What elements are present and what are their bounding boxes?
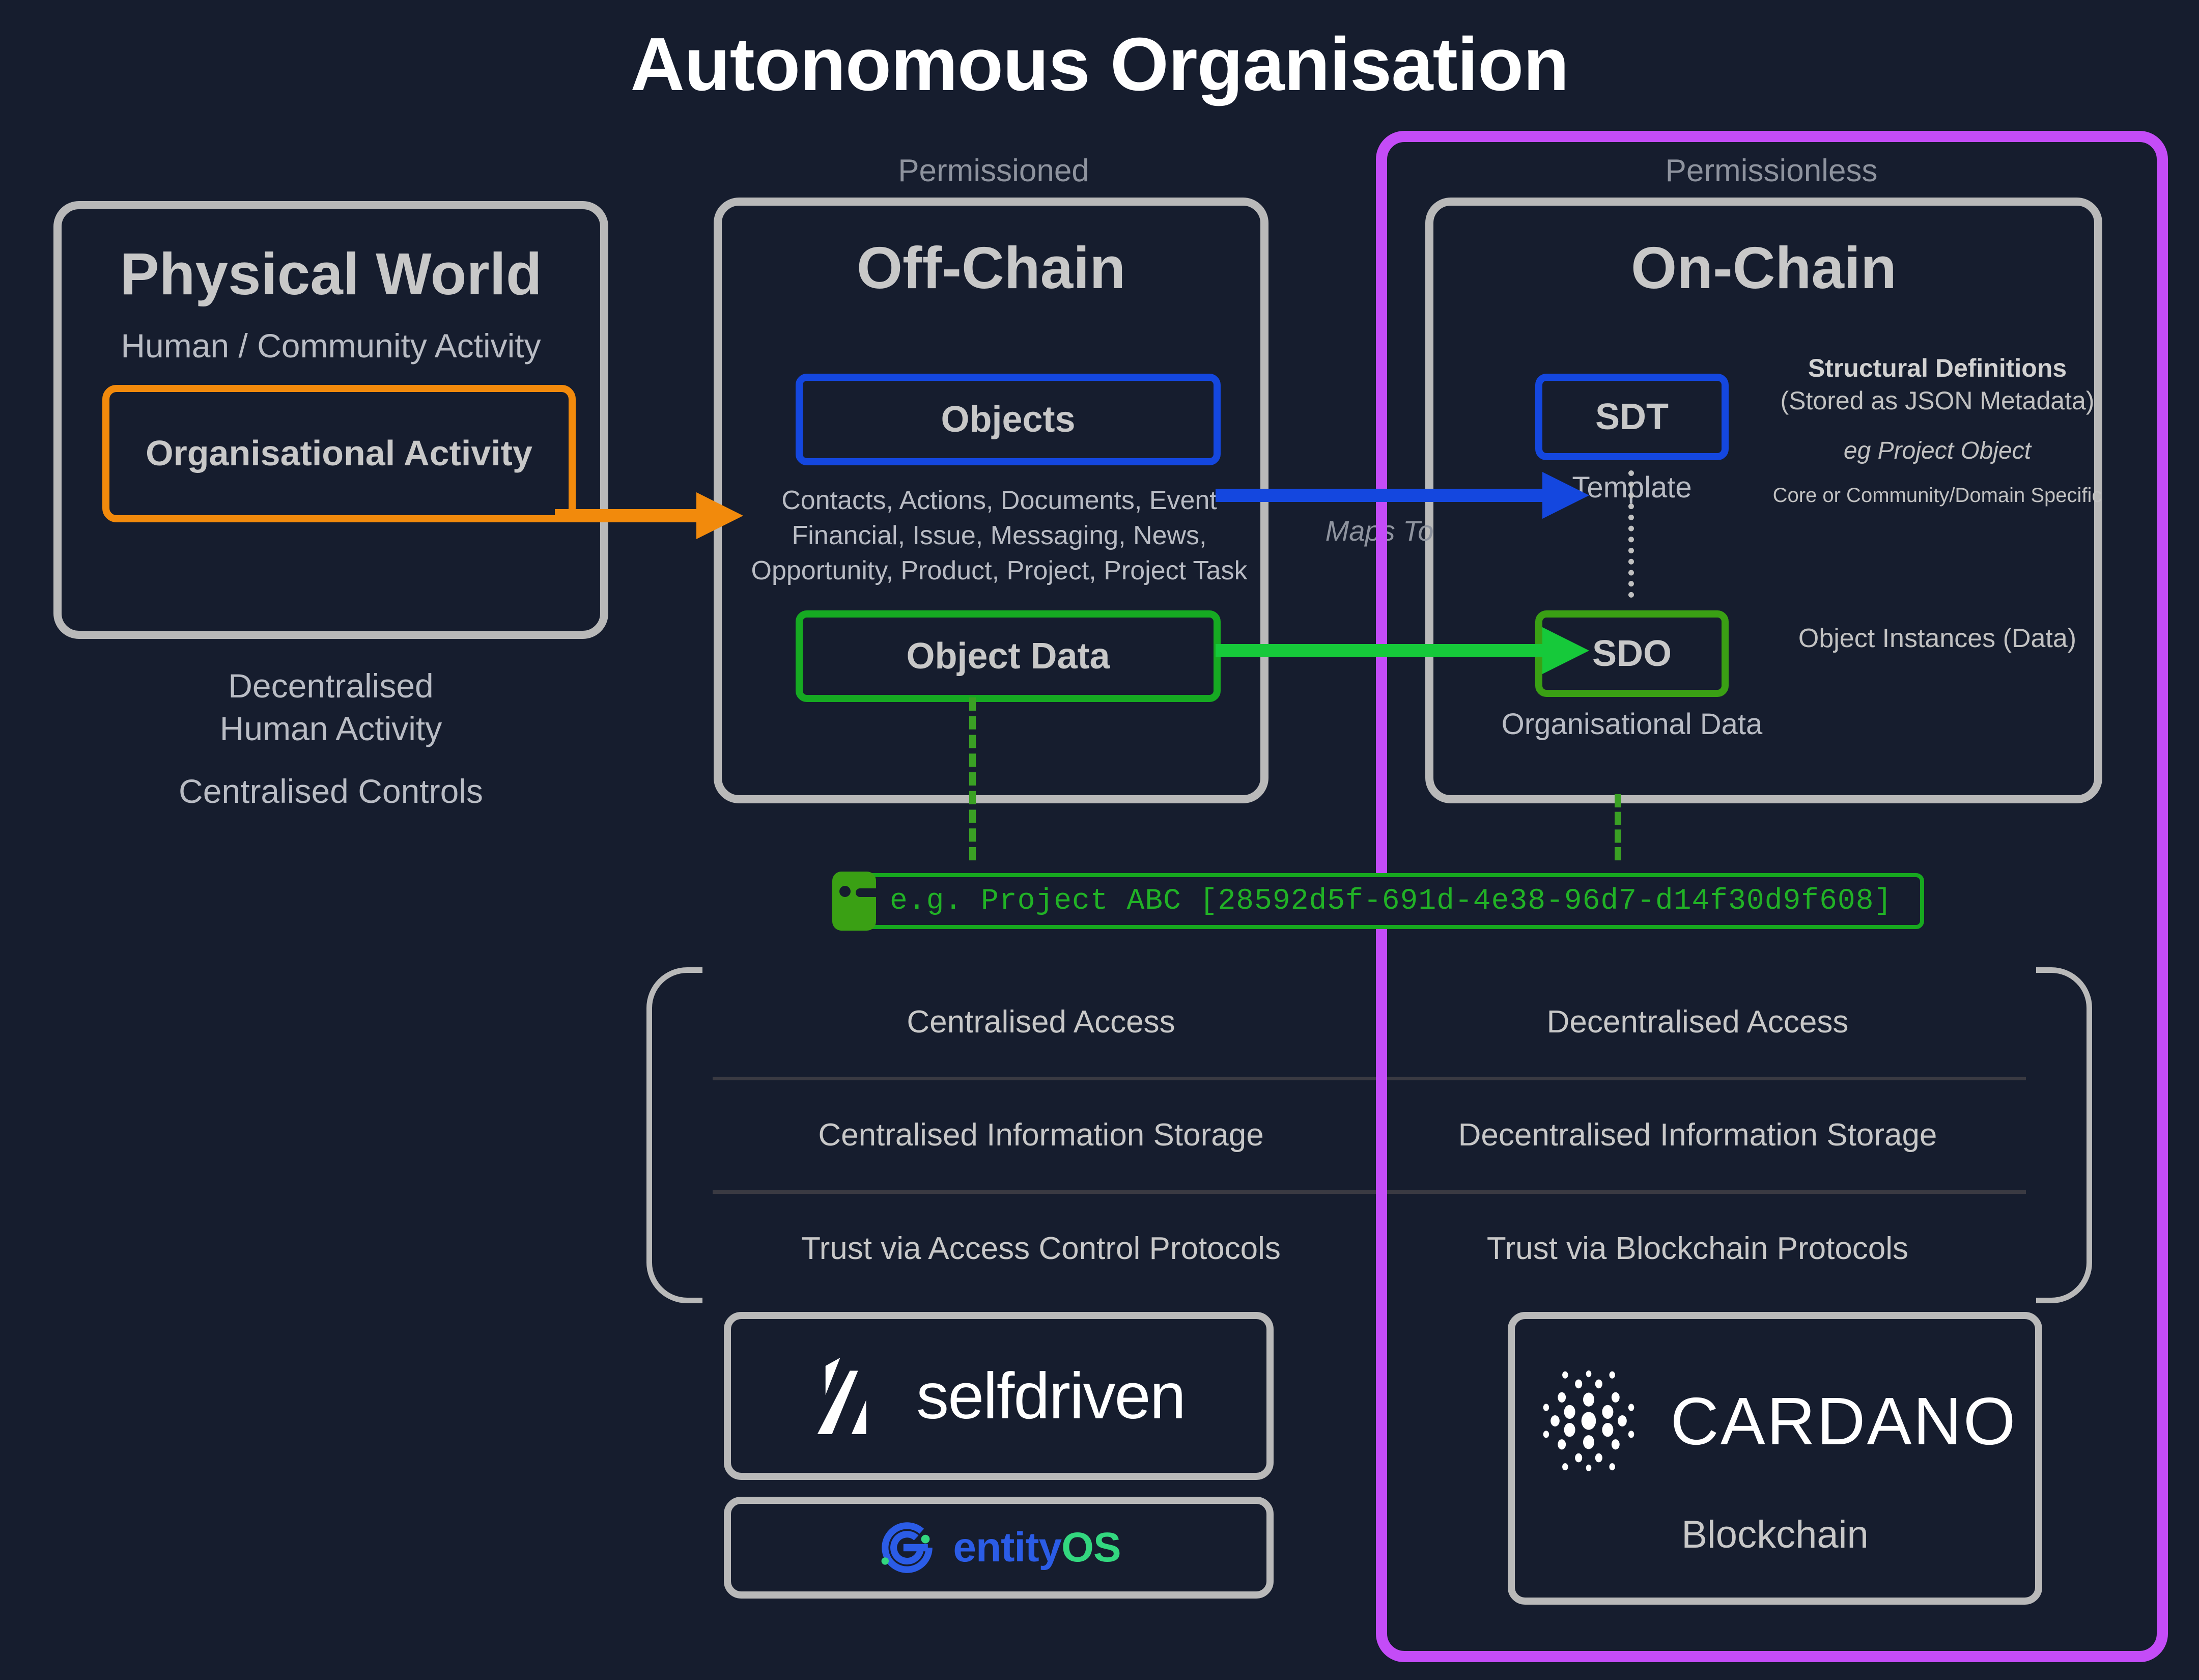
cell-onchain-storage: Decentralised Information Storage [1458,1117,1937,1153]
entityos-mark-icon [882,1522,933,1573]
cardano-logo-box[interactable]: CARDANO Blockchain [1508,1312,2042,1605]
selfdriven-wordmark: selfdriven [916,1359,1186,1433]
on-chain-title: On-Chain [1631,235,1897,301]
entityos-word-entity: entity [953,1524,1062,1571]
physical-world-subtitle: Human / Community Activity [121,327,541,365]
cell-offchain-trust: Trust via Access Control Protocols [801,1230,1281,1266]
note-human-activity: Human Activity [219,710,442,748]
sdt-sdo-dotted-connector [1628,470,1634,598]
object-instances-label: Object Instances (Data) [1798,624,2077,653]
structural-definitions-subtitle: (Stored as JSON Metadata) [1780,386,2095,415]
left-bracket-icon [646,967,702,1303]
physical-world-title: Physical World [120,241,542,307]
object-data-box[interactable]: Object Data [796,610,1221,702]
table-row: Trust via Access Control Protocols Trust… [713,1190,2026,1303]
entityos-wordmark: entityOS [953,1524,1121,1572]
selfdriven-logo-box[interactable]: selfdriven [724,1312,1274,1480]
table-row: Centralised Information Storage Decentra… [713,1077,2026,1190]
example-record-terminal-bar[interactable]: e.g. Project ABC [28592d5f-691d-4e38-96d… [835,873,1924,929]
cell-offchain-access: Centralised Access [907,1004,1175,1040]
sdt-box[interactable]: SDT [1535,374,1729,460]
orange-arrow-head-icon [696,492,743,539]
organisational-activity-box[interactable]: Organisational Activity [102,385,576,522]
note-centralised-controls: Centralised Controls [179,772,483,810]
terminal-icon-dot [839,886,851,897]
sdo-sublabel: Organisational Data [1501,708,1763,741]
note-decentralised: Decentralised [228,667,434,705]
selfdriven-mark-icon [817,1358,866,1434]
entityos-word-os: OS [1061,1524,1121,1571]
green-arrow-head-icon [1542,627,1589,674]
object-data-dashed-connector [969,697,976,860]
selfdriven-logo: selfdriven [812,1358,1186,1434]
structural-definitions-scope: Core or Community/Domain Specific [1772,484,2102,507]
cell-onchain-access: Decentralised Access [1546,1004,1849,1040]
caption-permissioned: Permissioned [898,153,1089,188]
objects-list-line-1: Contacts, Actions, Documents, Event [781,486,1217,515]
structural-definitions-block: Structural Definitions (Stored as JSON M… [1769,353,2105,507]
cardano-mark-icon [1543,1370,1634,1471]
panel-off-chain: Off-Chain Objects Contacts, Actions, Doc… [714,198,1268,803]
cardano-sublabel: Blockchain [1681,1513,1869,1556]
panel-physical-world: Physical World Human / Community Activit… [53,201,608,639]
entityos-logo: entityOS [877,1517,1121,1578]
page-title: Autonomous Organisation [630,22,1569,106]
sdo-dashed-connector [1615,794,1621,860]
comparison-table: Centralised Access Decentralised Access … [646,967,2092,1303]
entityos-logo-box[interactable]: entityOS [724,1497,1274,1599]
structural-definitions-example: eg Project Object [1843,437,2032,464]
objects-type-list: Contacts, Actions, Documents, Event Fina… [742,483,1256,589]
structural-definitions-title: Structural Definitions [1808,354,2067,382]
cardano-wordmark: CARDANO [1670,1383,2017,1459]
orange-arrow-shaft [555,509,702,522]
cell-offchain-storage: Centralised Information Storage [818,1117,1264,1153]
blue-arrow-head-icon [1542,472,1589,519]
cardano-logo: CARDANO [1533,1365,2017,1477]
cell-onchain-trust: Trust via Blockchain Protocols [1486,1230,1909,1266]
physical-world-notes: Decentralised Human Activity Centralised… [53,664,608,813]
objects-box[interactable]: Objects [796,374,1221,465]
off-chain-title: Off-Chain [856,235,1126,301]
blue-arrow-shaft [1216,489,1557,502]
objects-list-line-2: Financial, Issue, Messaging, News, [792,521,1207,551]
objects-list-line-3: Opportunity, Product, Project, Project T… [751,556,1248,586]
terminal-icon-dash [856,888,885,897]
terminal-icon [832,872,885,931]
sdo-box[interactable]: SDO [1535,610,1729,697]
comparison-rows: Centralised Access Decentralised Access … [713,967,2026,1303]
green-arrow-shaft [1216,644,1557,657]
right-bracket-icon [2036,967,2092,1303]
caption-permissionless: Permissionless [1665,153,1878,188]
table-row: Centralised Access Decentralised Access [713,967,2026,1077]
example-record-text: e.g. Project ABC [28592d5f-691d-4e38-96d… [890,884,1893,918]
